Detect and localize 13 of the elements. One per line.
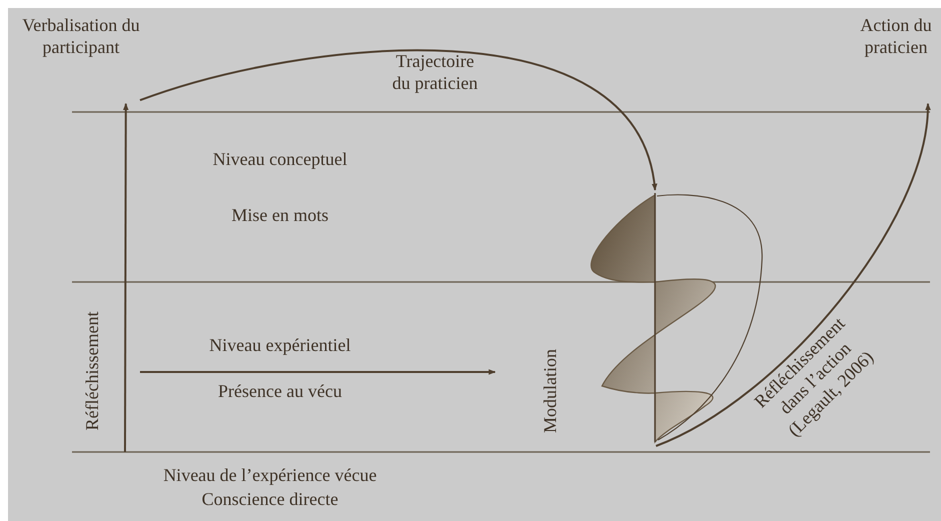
edge-label: Trajectoire du praticien (391, 50, 479, 94)
level-label: Présence au vécu (217, 380, 343, 402)
level-label: Mise en mots (230, 204, 330, 226)
arrow (140, 50, 656, 191)
level-label: Niveau conceptuel (212, 148, 348, 170)
arrow (123, 103, 129, 452)
level-endpoint-label: Verbalisation du participant (22, 14, 140, 102)
level-endpoint-label: Action du praticien (858, 14, 934, 102)
level-label: Niveau expérientiel (208, 334, 352, 356)
level-label: Conscience directe (200, 488, 340, 510)
arrow (656, 103, 930, 447)
level-label: Niveau de l’expérience vécue (162, 464, 378, 486)
vertical-level-label: Modulation (539, 348, 561, 435)
